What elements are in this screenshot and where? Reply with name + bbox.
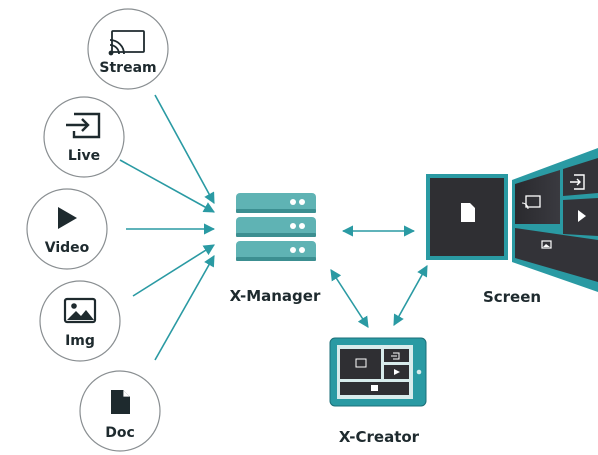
source-video[interactable]: Video xyxy=(26,188,108,270)
connector-live xyxy=(119,159,215,213)
screen-label: Screen xyxy=(483,288,541,306)
source-label: Stream xyxy=(99,60,156,76)
source-label: Doc xyxy=(105,425,135,441)
source-label: Img xyxy=(65,333,95,349)
tablet-icon xyxy=(329,337,427,407)
x-creator[interactable]: X-Creator xyxy=(329,337,427,446)
video-wall-icon xyxy=(426,148,598,292)
connector-img xyxy=(132,244,215,297)
source-live[interactable]: Live xyxy=(43,96,125,178)
x-creator-label: X-Creator xyxy=(339,428,420,446)
connectors xyxy=(119,94,428,361)
source-img[interactable]: Img xyxy=(39,280,121,362)
source-doc[interactable]: Doc xyxy=(79,370,161,452)
input-icon xyxy=(66,112,101,139)
source-stream[interactable]: Stream xyxy=(87,8,169,90)
source-label: Live xyxy=(68,148,100,164)
server-icon xyxy=(236,193,316,261)
source-label: Video xyxy=(45,240,90,256)
cast-icon xyxy=(108,30,145,56)
x-manager[interactable]: X-Manager xyxy=(230,193,321,305)
x-manager-label: X-Manager xyxy=(230,287,321,305)
connector-manager-creator xyxy=(330,269,369,328)
image-icon xyxy=(63,297,97,324)
connector-doc xyxy=(154,255,215,361)
connector-screen-creator xyxy=(393,265,428,326)
play-icon xyxy=(58,207,77,229)
connector-stream xyxy=(154,94,215,204)
screen[interactable]: Screen xyxy=(426,148,598,306)
